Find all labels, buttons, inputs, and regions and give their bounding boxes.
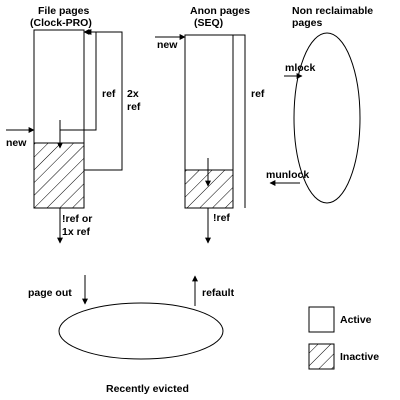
evicted-ellipse: [58, 302, 224, 360]
mlock-label: mlock: [285, 62, 316, 74]
file-ref-label: ref: [102, 88, 116, 100]
file-out-label-2: 1x ref: [62, 226, 91, 238]
nonreclaim-ellipse: [293, 32, 361, 204]
anon-active-box: [184, 34, 234, 171]
file-pages-column: File pages (Clock-PRO) new ref 2x ref !r…: [6, 5, 141, 244]
file-2xref-label-2: ref: [127, 101, 141, 113]
anon-pages-subtitle: (SEQ): [194, 17, 223, 29]
legend-inactive-label: Inactive: [340, 351, 379, 363]
legend-active-swatch: [308, 306, 335, 333]
evicted-caption: Recently evicted: [106, 383, 189, 395]
refault-label: refault: [202, 287, 235, 299]
legend-inactive-swatch: [308, 343, 335, 370]
anon-pages-column: Anon pages (SEQ) new ref !ref: [155, 5, 265, 244]
file-active-box: [33, 29, 85, 144]
file-new-label: new: [6, 137, 27, 149]
anon-inactive-box: [184, 169, 234, 209]
evicted-group: page out refault Recently evicted: [28, 275, 235, 395]
page-out-label: page out: [28, 287, 72, 299]
file-pages-title: File pages: [38, 5, 90, 17]
anon-out-label: !ref: [213, 212, 230, 224]
legend-active-label: Active: [340, 314, 372, 326]
nonreclaim-subtitle: pages: [292, 17, 323, 29]
file-pages-subtitle: (Clock-PRO): [30, 17, 92, 29]
legend: Active Inactive: [308, 306, 379, 370]
file-out-label-1: !ref or: [62, 213, 92, 225]
anon-ref-line: [233, 34, 246, 208]
anon-pages-title: Anon pages: [190, 5, 250, 17]
file-inactive-box: [33, 142, 85, 209]
munlock-label: munlock: [266, 169, 309, 181]
nonreclaim-group: Non reclaimable pages mlock munlock: [266, 5, 373, 204]
anon-ref-label: ref: [251, 88, 265, 100]
nonreclaim-title: Non reclaimable: [292, 5, 373, 17]
file-2xref-label-1: 2x: [127, 88, 139, 100]
anon-new-label: new: [157, 39, 178, 51]
file-2xref-loop-line: [84, 31, 123, 171]
